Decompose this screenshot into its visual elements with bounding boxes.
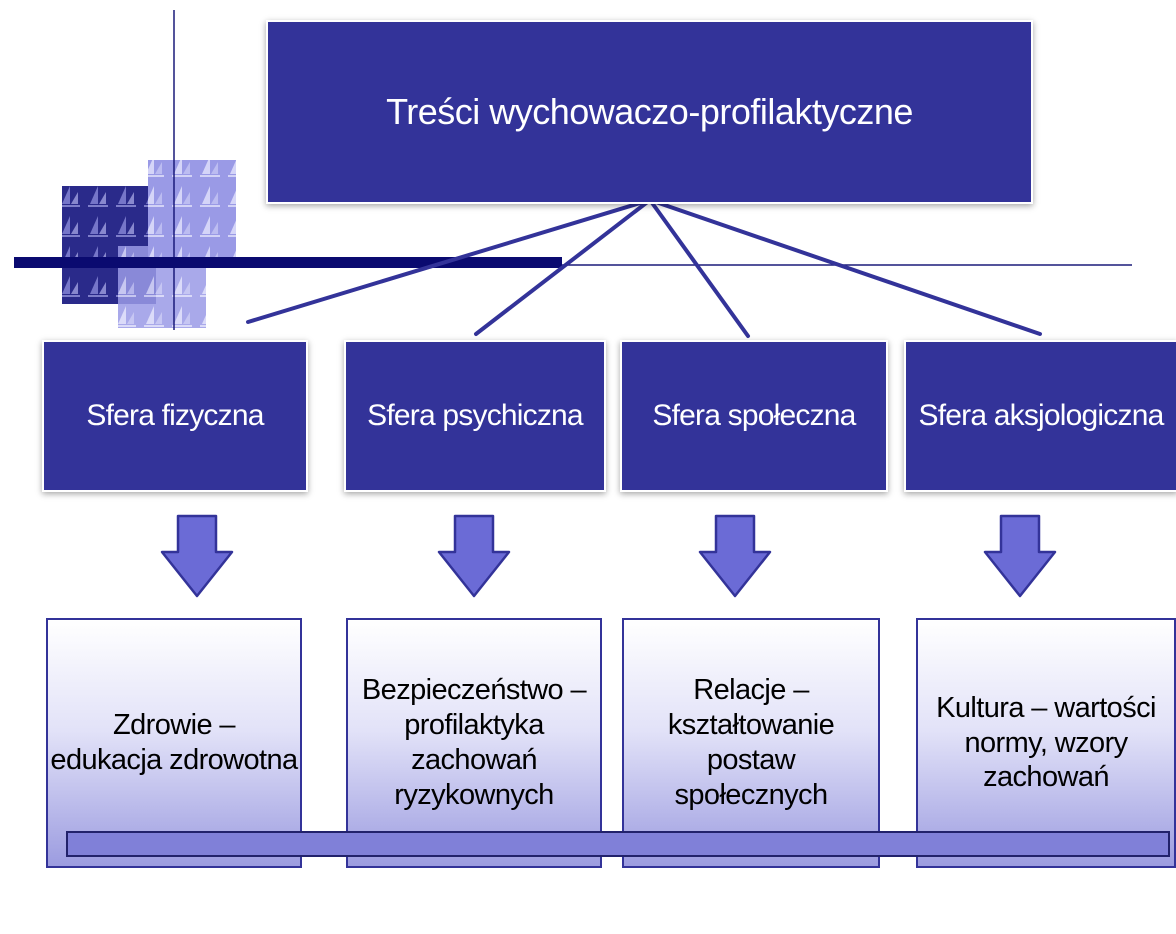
- sphere-box-aksjologiczna: Sfera aksjologiczna: [904, 340, 1176, 492]
- result-text: Bezpieczeństwo – profilaktyka zachowań r…: [361, 674, 587, 811]
- result-box-relacje: Relacje – kształtowanie postaw społeczny…: [622, 618, 880, 868]
- sphere-label: Sfera psychiczna: [367, 399, 583, 432]
- connector-lines: [246, 198, 1042, 338]
- footer-bar: [66, 831, 1170, 857]
- connector-line-fizyczna: [246, 198, 652, 324]
- down-arrow-icon: [160, 514, 234, 598]
- sphere-box-fizyczna: Sfera fizyczna: [42, 340, 308, 492]
- down-arrow-icon: [698, 514, 772, 598]
- deco-thick-horizontal-bar: [14, 257, 562, 268]
- result-box-zdrowie: Zdrowie – edukacja zdrowotna: [46, 618, 302, 868]
- result-box-bezpieczenstwo: Bezpieczeństwo – profilaktyka zachowań r…: [346, 618, 602, 868]
- result-text: Relacje – kształtowanie postaw społeczny…: [667, 674, 835, 811]
- connector-line-spoleczna: [648, 198, 750, 338]
- sphere-label: Sfera fizyczna: [86, 399, 264, 432]
- down-arrow-icon: [983, 514, 1057, 598]
- sphere-box-psychiczna: Sfera psychiczna: [344, 340, 606, 492]
- sphere-label: Sfera społeczna: [652, 399, 856, 432]
- result-text: Kultura – wartości normy, wzory zachowań: [936, 691, 1156, 794]
- sphere-box-spoleczna: Sfera społeczna: [620, 340, 888, 492]
- down-arrow-icon: [437, 514, 511, 598]
- sphere-label: Sfera aksjologiczna: [918, 399, 1165, 432]
- connector-line-aksjologiczna: [648, 198, 1042, 336]
- title-text: Treści wychowaczo-profilaktyczne: [386, 91, 913, 132]
- result-box-kultura: Kultura – wartości normy, wzory zachowań: [916, 618, 1176, 868]
- title-box: Treści wychowaczo-profilaktyczne: [266, 20, 1033, 204]
- connector-line-psychiczna: [474, 198, 652, 336]
- result-text: Zdrowie – edukacja zdrowotna: [50, 709, 298, 776]
- deco-square-mid: [148, 160, 236, 260]
